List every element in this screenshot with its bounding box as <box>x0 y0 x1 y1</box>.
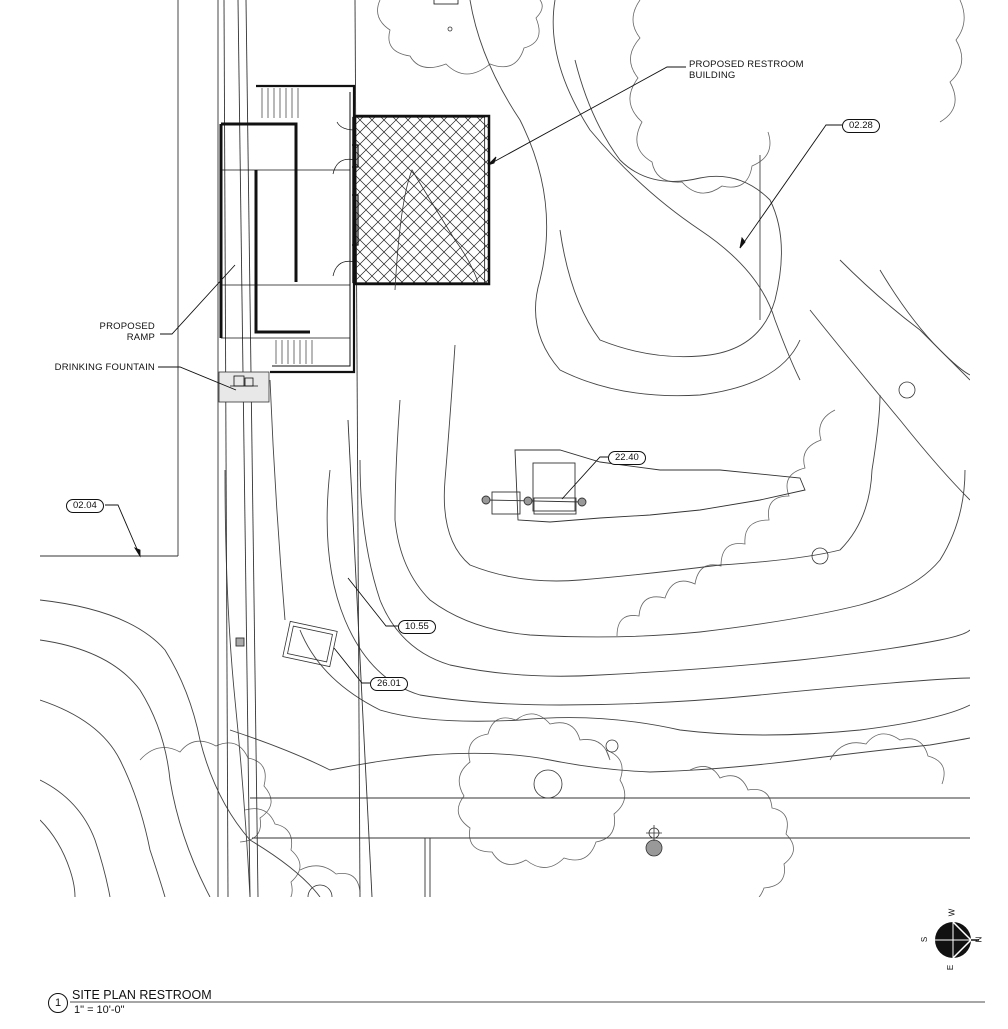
drawing-title: SITE PLAN RESTROOM <box>72 988 212 1002</box>
compass-n-label: N <box>974 936 984 943</box>
keynote-tag: 02.28 <box>842 119 880 133</box>
keynote-tag: 02.04 <box>66 499 104 513</box>
drawing-scale: 1" = 10'-0" <box>74 1004 125 1016</box>
restroom-building <box>332 114 491 291</box>
ramp-structure <box>219 84 356 374</box>
keynote-tag: 22.40 <box>608 451 646 465</box>
north-arrow-graphic <box>935 921 979 959</box>
compass-w-label: W <box>947 908 957 917</box>
compass-e-label: E <box>946 964 956 971</box>
leader-lines <box>105 66 842 684</box>
equipment-pad <box>481 449 806 523</box>
drawing-number: 1 <box>48 993 68 1013</box>
walkways <box>40 0 970 897</box>
contour-lines <box>40 0 970 897</box>
compass-s-label: S <box>920 936 930 943</box>
restroom-building-callout: PROPOSED RESTROOM BUILDING <box>689 59 804 81</box>
keynote-tag: 26.01 <box>370 677 408 691</box>
bench-pad <box>282 620 338 668</box>
drinking-fountain-pad <box>218 371 270 403</box>
tree-canopies <box>139 0 965 897</box>
keynote-tag: 10.55 <box>398 620 436 634</box>
ramp-callout: PROPOSED RAMP <box>99 321 155 343</box>
drinking-fountain-callout: DRINKING FOUNTAIN <box>54 362 155 373</box>
